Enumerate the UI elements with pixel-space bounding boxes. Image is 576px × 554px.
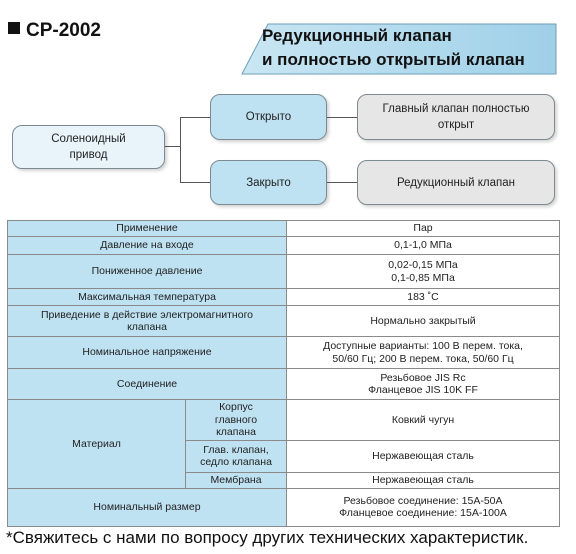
spec-table: Применение Пар Давление на входе 0,1-1,0… [6, 220, 561, 527]
table-row: Номинальное напряжение Доступные вариант… [6, 336, 561, 369]
body-label: Корпус главного клапана [214, 401, 258, 438]
voltage-label: Номинальное напряжение [6, 336, 288, 369]
actuation-value: Нормально закрытый [286, 305, 561, 337]
banner-shape [241, 23, 557, 75]
closed-result-box: Редукционный клапан [357, 160, 555, 205]
table-row: Пониженное давление 0,02-0,15 МПа 0,1-0,… [6, 254, 561, 289]
banner-line-2: и полностью открытый клапан [262, 50, 525, 69]
connection-label: Соединение [6, 368, 288, 400]
table-row: Номинальный размер Резьбовое соединение:… [6, 487, 561, 527]
inlet-pressure-label: Давление на входе [6, 236, 288, 255]
table-row: Материал Корпус главного клапана Ковкий … [7, 399, 561, 489]
footnote: *Свяжитесь с нами по вопросу других техн… [6, 528, 529, 547]
nominal-size-value: Резьбовое соединение: 15А-50А Фланцевое … [339, 494, 507, 520]
table-row: Применение Пар [6, 220, 561, 237]
open-state-label: Открыто [245, 111, 292, 123]
square-bullet-icon [8, 22, 20, 34]
connector-line [165, 146, 180, 147]
max-temperature-value: 183 ˚C [286, 288, 561, 306]
reduced-pressure-value: 0,02-0,15 МПа 0,1-0,85 МПа [388, 259, 458, 284]
nominal-size-label: Номинальный размер [6, 487, 288, 527]
open-result-box: Главный клапан полностью открыт [357, 94, 555, 140]
actuation-label: Приведение в действие электромагнитного … [40, 308, 254, 334]
connector-line [180, 182, 210, 183]
reduced-pressure-label: Пониженное давление [6, 254, 288, 289]
table-row: Мембрана Нержавеющая сталь [8, 471, 561, 489]
closed-result-label: Редукционный клапан [396, 176, 516, 189]
voltage-value: Доступные варианты: 100 В перем. тока, 5… [323, 340, 523, 365]
banner-line-1: Редукционный клапан [262, 26, 452, 45]
open-state-box: Открыто [210, 94, 327, 140]
connector-line [180, 117, 181, 183]
application-label: Применение [6, 220, 288, 237]
open-result-label: Главный клапан полностью открыт [382, 103, 530, 131]
application-value: Пар [286, 220, 561, 237]
material-label: Материал [7, 399, 186, 489]
table-row: Давление на входе 0,1-1,0 МПа [6, 236, 561, 255]
table-row: Приведение в действие электромагнитного … [6, 305, 561, 337]
membrane-label: Мембрана [184, 471, 288, 489]
connector-line [327, 117, 357, 118]
seat-label: Глав. клапан, седло клапана [200, 443, 272, 469]
max-temperature-label: Максимальная температура [6, 288, 288, 306]
closed-state-box: Закрыто [210, 160, 327, 205]
connection-value: Резьбовое JIS Rc Фланцевое JIS 10K FF [368, 371, 478, 397]
model-title: CP-2002 [8, 20, 101, 42]
banner-text: Редукционный клапан и полностью открытый… [262, 24, 525, 72]
table-row: Максимальная температура 183 ˚C [6, 288, 561, 306]
table-row: Соединение Резьбовое JIS Rc Фланцевое JI… [6, 368, 561, 400]
closed-state-label: Закрыто [246, 176, 291, 189]
table-row: Глав. клапан, седло клапана Нержавеющая … [8, 439, 561, 473]
seat-value: Нержавеющая сталь [286, 439, 561, 473]
solenoid-drive-label: Соленоидный привод [51, 133, 126, 161]
body-value: Ковкий чугун [286, 399, 561, 441]
connector-line [327, 182, 357, 183]
title-banner: Редукционный клапан и полностью открытый… [238, 22, 560, 77]
membrane-value: Нержавеющая сталь [286, 471, 561, 489]
inlet-pressure-value: 0,1-1,0 МПа [286, 236, 561, 255]
connector-line [180, 117, 210, 118]
solenoid-drive-box: Соленоидный привод [12, 125, 165, 169]
model-code: CP-2002 [26, 20, 101, 41]
